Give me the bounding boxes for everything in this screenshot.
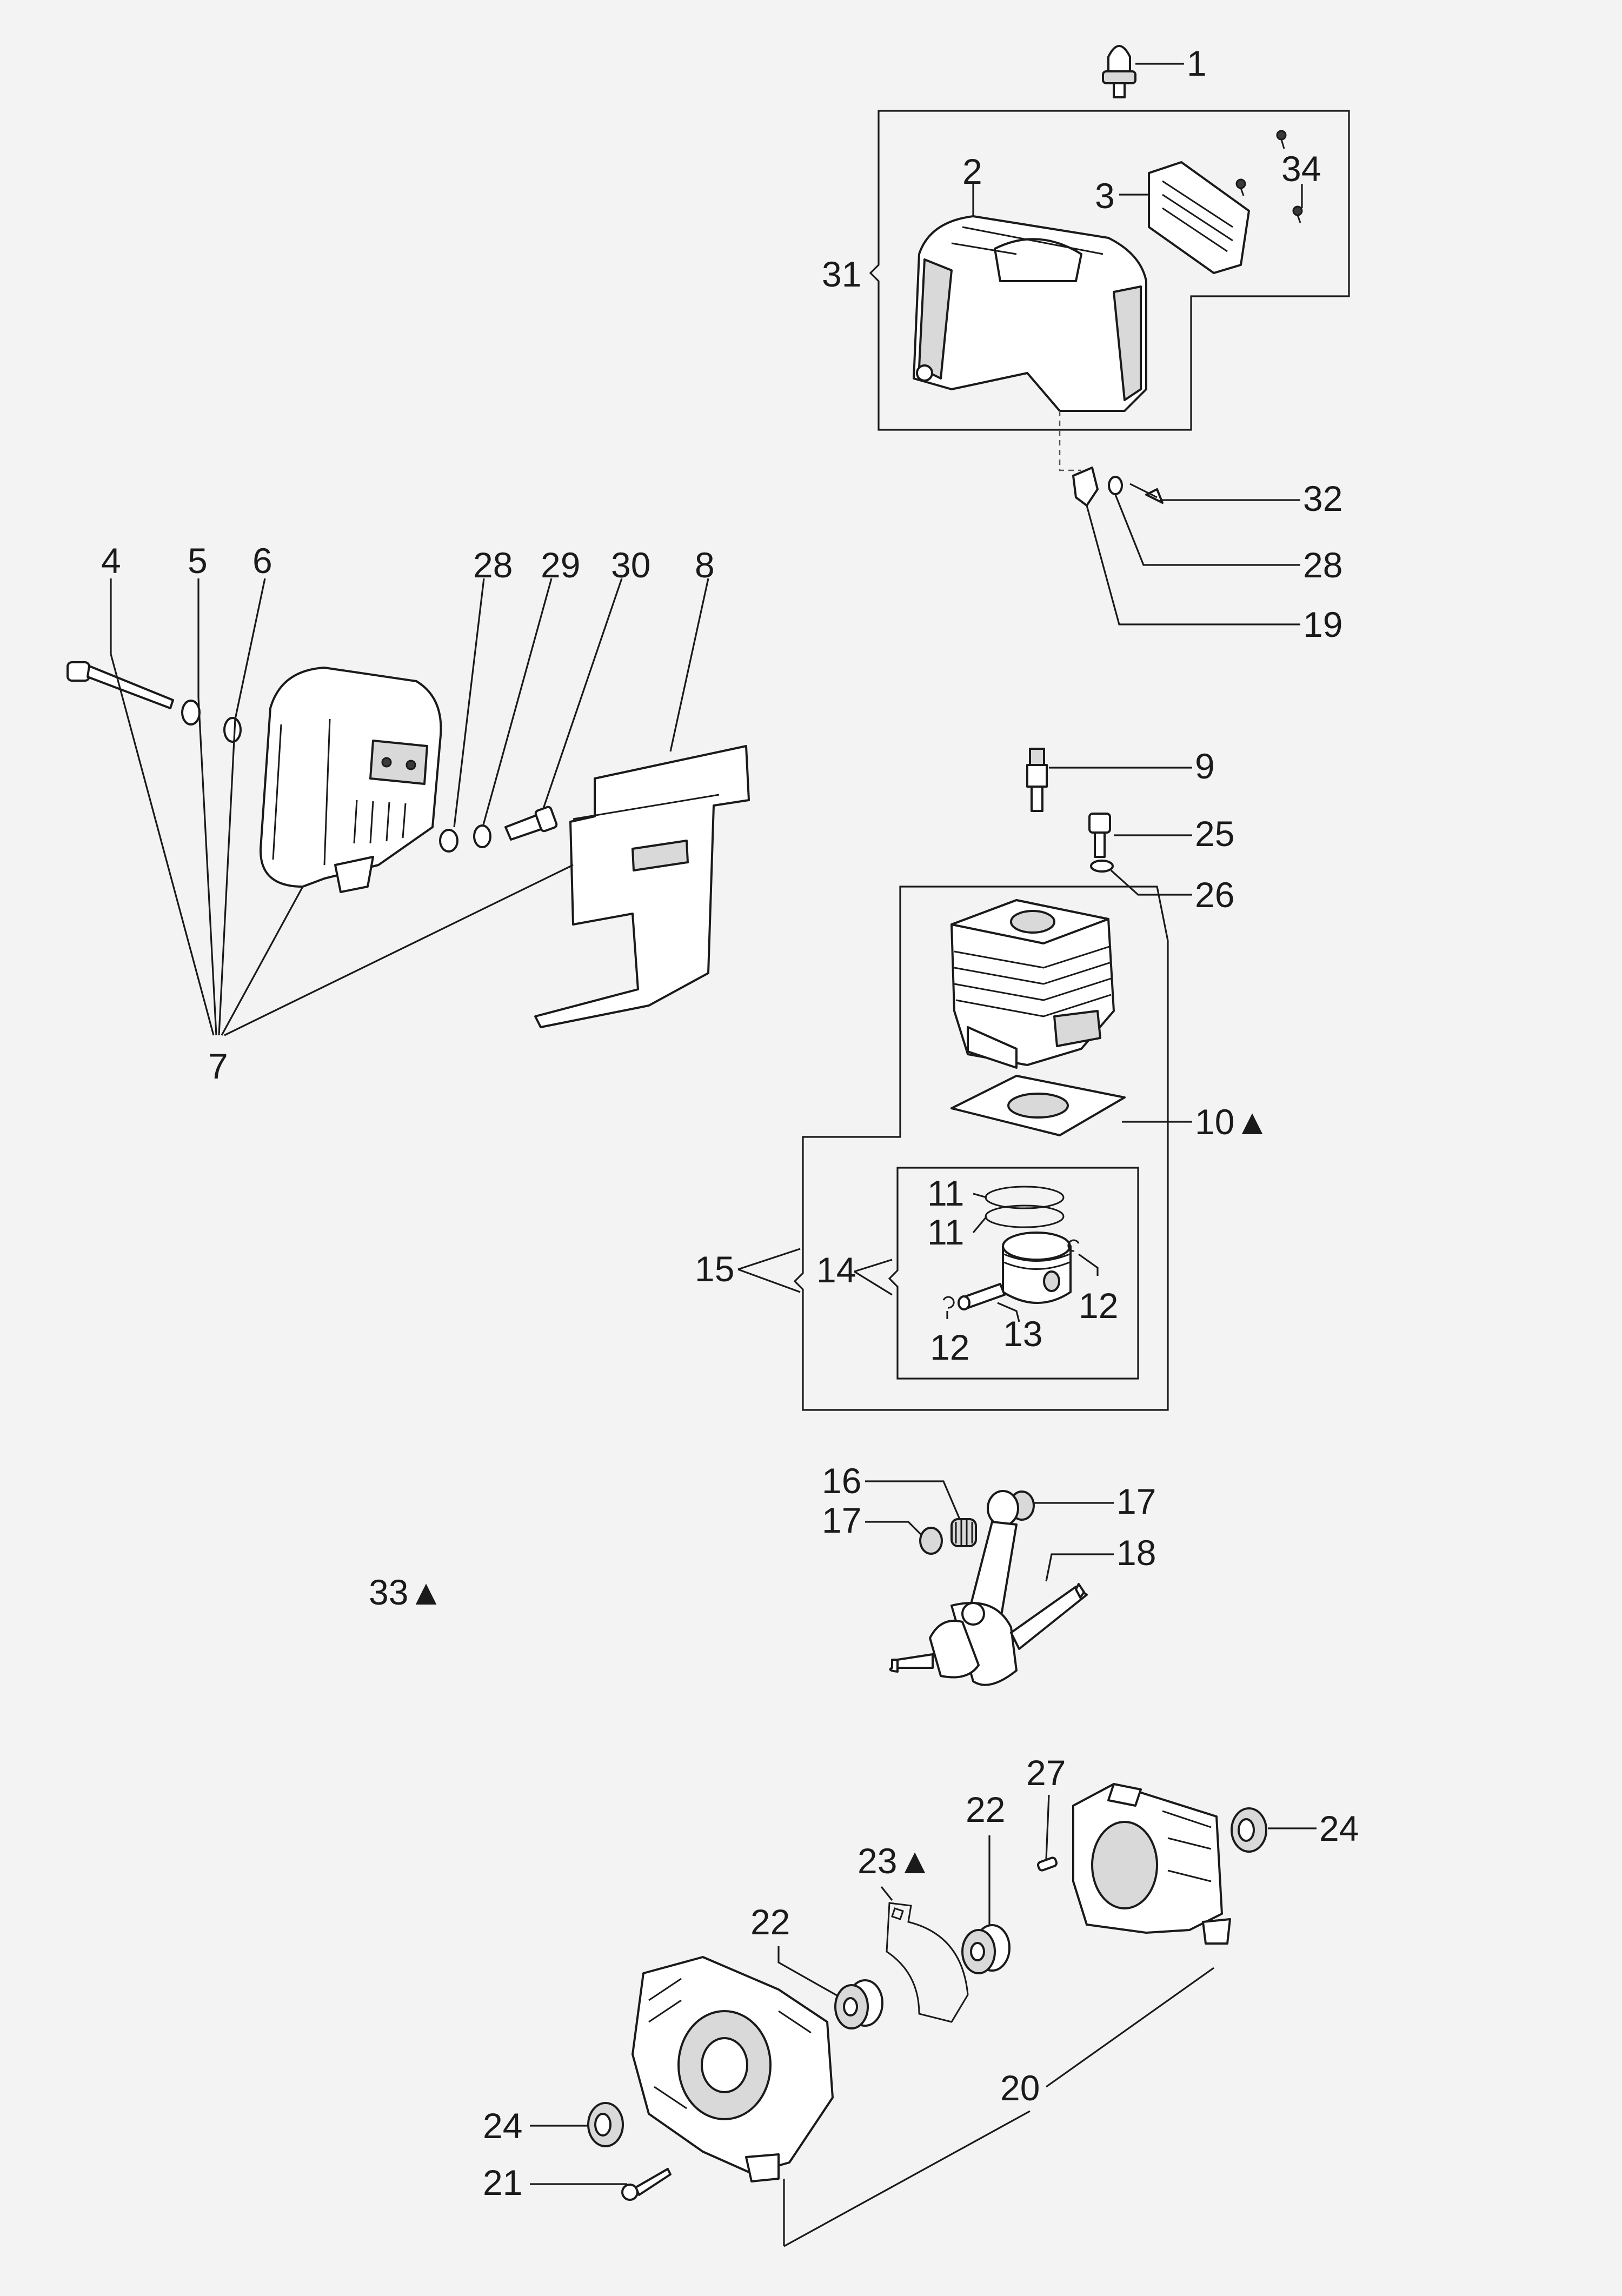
washer-6 [223,717,242,743]
label-11-a: 11 [927,1173,965,1213]
crankshaft [889,1490,1088,1686]
crankcase-screw [621,2168,672,2201]
filter-cover [1148,161,1250,274]
washer-29 [473,824,491,848]
label-28-top: 28 [1303,545,1342,585]
piston-pin [958,1283,1006,1310]
cylinder-bolt [1088,813,1111,858]
label-8: 8 [695,545,715,585]
needle-bearing [950,1518,977,1547]
label-3: 3 [1095,176,1115,216]
group-box-14 [888,1167,1139,1380]
crankcase-gasket [886,1902,969,2023]
label-10: 10▲ [1195,1102,1270,1142]
piston [1002,1232,1072,1304]
oil-seal-left [587,2102,624,2147]
label-24-b: 24 [483,2106,522,2146]
label-5: 5 [188,541,208,581]
crankcase-left [631,1956,834,2182]
group-box-31 [869,110,1350,431]
main-bearing-left [834,1979,883,2029]
label-22-a: 22 [966,1789,1005,1829]
label-7: 7 [208,1046,228,1086]
label-19: 19 [1303,604,1342,644]
muffler [259,667,442,893]
label-9: 9 [1195,746,1215,786]
circlip-left [942,1296,955,1309]
spark-plug [1026,748,1048,812]
label-21: 21 [483,2162,522,2202]
washer-26 [1090,860,1114,873]
washer-5 [181,700,201,726]
label-14: 14 [816,1250,856,1290]
label-27: 27 [1026,1753,1066,1793]
label-12-b: 12 [1079,1286,1118,1326]
heat-shield [534,745,750,1028]
label-16: 16 [822,1461,861,1501]
filter-screws [1235,130,1303,223]
cover-bracket [1072,467,1099,507]
engine-cover [913,215,1147,412]
washer-28-top [1108,476,1123,495]
label-23: 23▲ [857,1841,933,1881]
label-15: 15 [695,1249,734,1289]
label-12-a: 12 [930,1327,969,1367]
label-24-a: 24 [1319,1808,1359,1848]
primer-bulb [1102,45,1136,98]
cylinder [950,899,1115,1069]
label-22-b: 22 [750,1902,790,1942]
label-29: 29 [541,545,580,585]
label-34: 34 [1281,149,1321,189]
thrust-washer-left [919,1527,943,1555]
group-box-15 [793,886,1169,1411]
dowel-pin [1036,1856,1058,1872]
label-26: 26 [1195,875,1234,915]
label-6: 6 [252,541,272,581]
label-17-b: 17 [1116,1481,1156,1521]
label-1: 1 [1187,43,1207,83]
label-28-left: 28 [473,545,513,585]
label-4: 4 [101,541,121,581]
label-13: 13 [1003,1314,1042,1354]
label-32: 32 [1303,478,1342,518]
label-18: 18 [1116,1533,1156,1573]
main-bearing-right [961,1924,1011,1974]
label-11-b: 11 [927,1212,965,1252]
label-2: 2 [962,151,982,191]
washer-28-left [439,829,458,853]
screw-30 [504,806,558,841]
label-33: 33▲ [369,1572,444,1612]
crankcase-right [1072,1783,1231,1945]
oil-seal-right [1231,1807,1267,1853]
cover-screw [1129,483,1164,504]
label-17-a: 17 [822,1500,861,1540]
label-25: 25 [1195,814,1234,854]
label-31: 31 [822,254,861,294]
cylinder-gasket [950,1075,1126,1136]
muffler-bolt [67,661,174,709]
circlip-right [1067,1239,1080,1252]
label-30: 30 [611,545,650,585]
label-20: 20 [1000,2068,1040,2108]
